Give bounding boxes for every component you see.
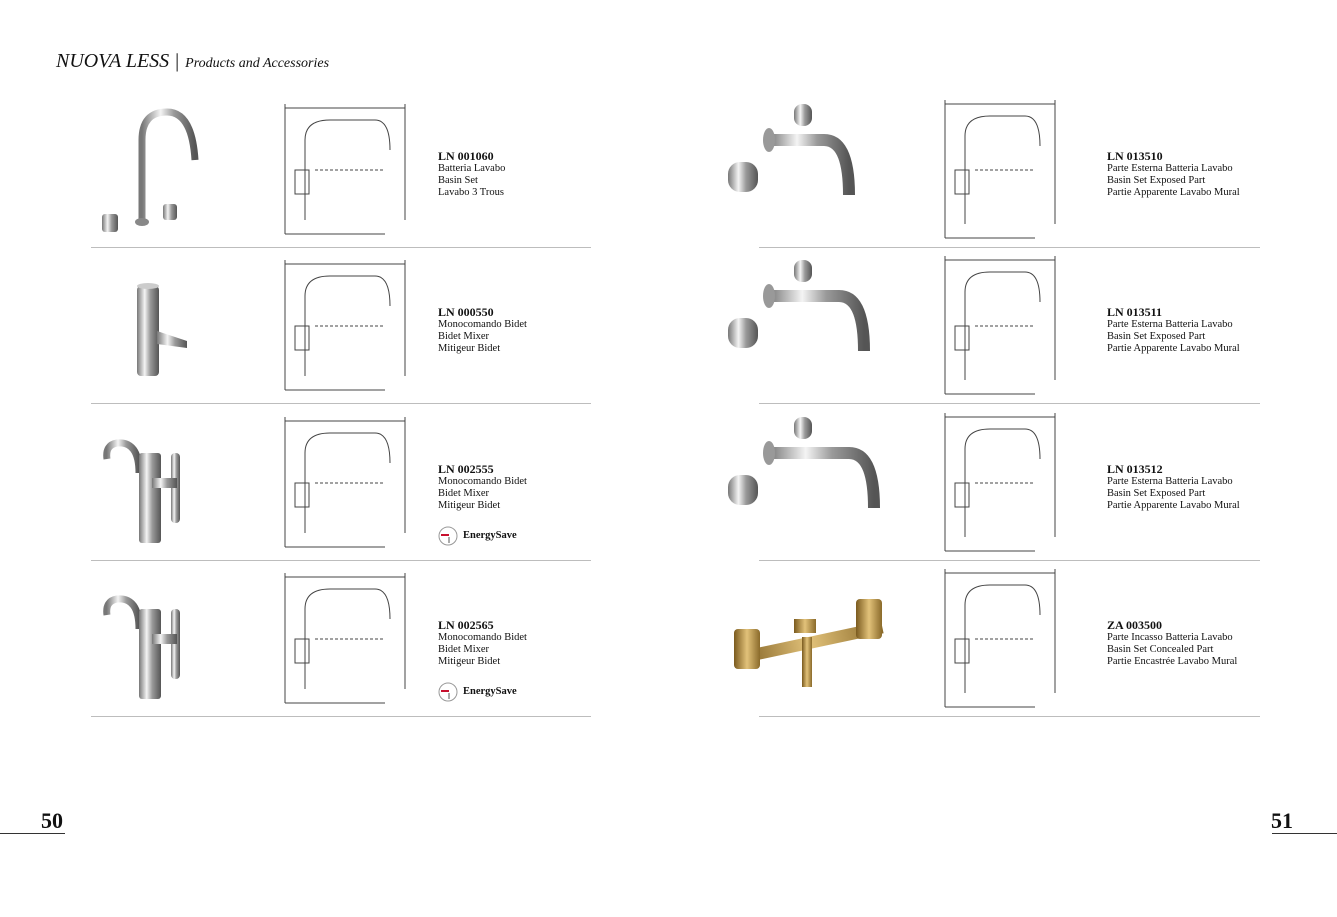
product-name-en: Bidet Mixer [438,331,490,343]
product-info: LN 002555 Monocomando Bidet Bidet Mixer … [438,461,527,546]
header-separator: | [175,50,180,72]
product-photo [724,256,899,401]
energy-save-icon [438,682,458,702]
row-divider [91,247,591,248]
technical-drawing [275,256,415,401]
row-divider [759,715,1260,717]
product-name-en: Bidet Mixer [438,643,490,655]
product-name-it: Batteria Lavabo [438,163,506,174]
product-name-it: Parte Esterna Batteria Lavabo [1107,475,1233,487]
technical-drawing [275,413,415,558]
row-divider [91,559,591,561]
product-name-fr: Mitigeur Bidet [438,499,501,511]
energy-save-badge: EnergySave [438,526,527,546]
product-photo [97,100,217,245]
product-code: LN 013511 [1107,305,1163,320]
product-name-en: Bidet Mixer [438,487,490,499]
product-info: LN 013512 Parte Esterna Batteria Lavabo … [1107,461,1240,512]
product-info: LN 002565 Monocomando Bidet Bidet Mixer … [438,617,527,702]
page-number-right: 51 [1271,808,1293,833]
product-info: LN 001060 Batteria Lavabo Basin Set Lava… [438,150,505,199]
product-code: LN 002565 [438,617,494,632]
product-name-it: Monocomando Bidet [438,319,527,331]
brand-title: NUOVA LESS [56,50,170,72]
product-name-it: Monocomando Bidet [438,475,527,487]
product-info: LN 000550 Monocomando Bidet Bidet Mixer … [438,306,527,355]
energy-save-label: EnergySave [463,529,517,541]
product-code: ZA 003500 [1107,617,1163,632]
product-name-en: Basin Set Exposed Part [1107,331,1206,343]
product-row: LN 000550 Monocomando Bidet Bidet Mixer … [91,248,591,405]
energy-save-icon [438,526,458,546]
product-name-fr: Partie Apparente Lavabo Mural [1107,499,1240,511]
product-name-fr: Mitigeur Bidet [438,343,501,355]
technical-drawing [935,409,1065,562]
page-number-left: 50 [41,808,63,833]
product-name-it: Monocomando Bidet [438,631,527,643]
technical-drawing [275,569,415,714]
product-name-fr: Mitigeur Bidet [438,655,501,667]
row-divider [759,247,1260,248]
product-photo [97,413,217,558]
product-photo [724,569,899,714]
product-photo [724,100,899,245]
product-code: LN 002555 [438,461,494,476]
product-info: LN 013510 Parte Esterna Batteria Lavabo … [1107,150,1240,199]
row-divider [759,559,1260,561]
product-code: LN 000550 [438,305,494,320]
product-photo [97,569,217,714]
product-name-fr: Partie Encastrée Lavabo Mural [1107,655,1238,667]
technical-drawing [935,565,1065,718]
header-subtitle: Products and Accessories [185,56,330,71]
product-name-it: Parte Incasso Batteria Lavabo [1107,631,1233,643]
energy-save-label: EnergySave [463,685,517,697]
product-info: LN 013511 Parte Esterna Batteria Lavabo … [1107,306,1240,355]
row-divider [759,403,1260,405]
row-divider [91,715,591,717]
technical-drawing [935,252,1065,405]
product-row: LN 013511 Parte Esterna Batteria Lavabo … [728,248,1260,405]
product-name-fr: Partie Apparente Lavabo Mural [1107,343,1240,355]
product-name-en: Basin Set Exposed Part [1107,175,1206,186]
product-code: LN 001060 [438,149,494,163]
product-row: LN 002565 Monocomando Bidet Bidet Mixer … [91,561,591,717]
product-name-fr: Partie Apparente Lavabo Mural [1107,187,1240,198]
product-row: LN 013510 Parte Esterna Batteria Lavabo … [728,92,1260,249]
product-row: LN 001060 Batteria Lavabo Basin Set Lava… [91,92,591,248]
product-name-fr: Lavabo 3 Trous [438,187,504,198]
product-name-it: Parte Esterna Batteria Lavabo [1107,163,1233,174]
product-row: LN 002555 Monocomando Bidet Bidet Mixer … [91,405,591,561]
row-divider [91,403,591,405]
page-number-rule-left [0,833,65,834]
technical-drawing [935,96,1065,249]
product-name-en: Basin Set [438,175,478,186]
energy-save-badge: EnergySave [438,682,527,702]
product-row: ZA 003500 Parte Incasso Batteria Lavabo … [734,561,1260,718]
product-photo [724,413,899,558]
product-code: LN 013512 [1107,461,1163,476]
product-name-it: Parte Esterna Batteria Lavabo [1107,319,1233,331]
product-code: LN 013510 [1107,149,1163,163]
page-header: NUOVA LESS| Products and Accessories [56,50,329,73]
product-name-en: Basin Set Concealed Part [1107,643,1214,655]
technical-drawing [275,100,415,245]
page-number-rule-right [1272,833,1337,834]
product-name-en: Basin Set Exposed Part [1107,487,1206,499]
product-info: ZA 003500 Parte Incasso Batteria Lavabo … [1107,617,1238,668]
product-row: LN 013512 Parte Esterna Batteria Lavabo … [728,405,1260,562]
product-photo [97,256,217,401]
